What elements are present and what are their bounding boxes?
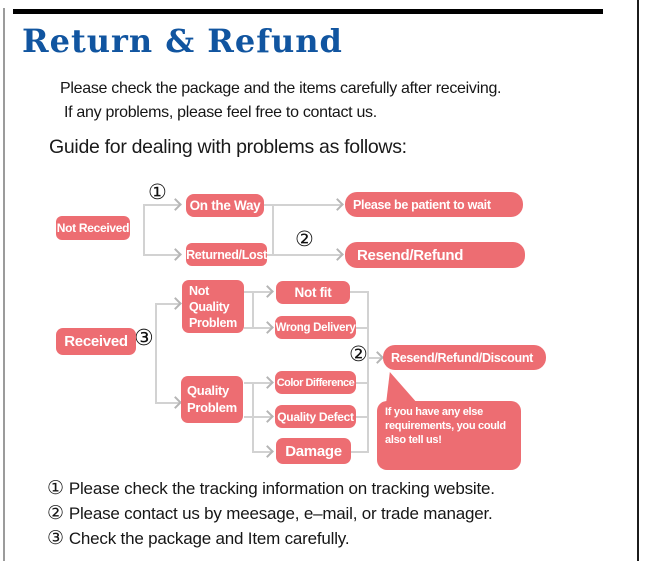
intro-line-1: Please check the package and the items c… xyxy=(60,80,502,97)
node-color-difference: Color Difference xyxy=(275,371,356,394)
connector-line xyxy=(356,327,369,329)
footnote-marker: ③ xyxy=(47,527,64,549)
step-marker-2b: ② xyxy=(349,342,368,366)
connector-line xyxy=(252,291,254,329)
connector-line xyxy=(143,205,145,256)
connector-line xyxy=(266,254,342,256)
arrow-right-icon xyxy=(331,198,344,211)
node-resend-refund: Resend/Refund xyxy=(345,242,525,268)
connector-line xyxy=(155,303,179,305)
node-resend-refund-discount: Resend/Refund/Discount xyxy=(383,345,546,370)
speech-bubble-tail-icon xyxy=(386,372,418,404)
node-returned-lost: Returned/Lost xyxy=(186,243,267,266)
node-not-fit: Not fit xyxy=(276,281,350,304)
connector-line xyxy=(367,291,369,453)
connector-line xyxy=(272,204,274,256)
top-rule xyxy=(13,9,603,14)
connector-line xyxy=(356,382,369,384)
arrow-right-icon xyxy=(169,297,182,310)
footnote-text: Please check the tracking information on… xyxy=(68,479,495,498)
arrow-right-icon xyxy=(261,285,274,298)
connector-line xyxy=(143,204,179,206)
left-border-line xyxy=(3,8,5,561)
connector-line xyxy=(351,451,369,453)
speech-bubble: If you have any else requirements, you c… xyxy=(377,401,521,470)
footnote-text: Please contact us by meesage, e–mail, or… xyxy=(68,504,493,523)
footnote-marker: ② xyxy=(47,502,64,524)
connector-line xyxy=(252,451,272,453)
intro-line-2: If any problems, please feel free to con… xyxy=(64,104,377,121)
arrow-right-icon xyxy=(261,410,274,423)
arrow-right-icon xyxy=(169,198,182,211)
node-be-patient: Please be patient to wait xyxy=(345,192,523,217)
node-damage: Damage xyxy=(276,438,351,464)
connector-line xyxy=(244,291,272,293)
connector-line xyxy=(356,416,369,418)
node-not-quality-problem: Not Quality Problem xyxy=(182,280,244,333)
connector-line xyxy=(367,357,382,359)
footnote-text: Check the package and Item carefully. xyxy=(68,529,350,548)
footnote-marker: ① xyxy=(47,477,64,499)
node-not-received: Not Received xyxy=(56,216,130,240)
node-received: Received xyxy=(56,328,136,355)
connector-line xyxy=(350,291,369,293)
connector-line xyxy=(143,254,179,256)
connector-line xyxy=(155,402,179,404)
arrow-right-icon xyxy=(371,351,384,364)
arrow-right-icon xyxy=(331,248,344,261)
step-marker-1: ① xyxy=(148,180,167,204)
connector-line xyxy=(155,304,157,404)
connector-line xyxy=(264,204,342,206)
connector-line xyxy=(244,327,272,329)
connector-line xyxy=(244,382,272,384)
arrow-right-icon xyxy=(169,248,182,261)
node-on-the-way: On the Way xyxy=(186,194,264,217)
arrow-right-icon xyxy=(261,445,274,458)
node-quality-problem: Quality Problem xyxy=(181,376,243,423)
step-marker-3: ③ xyxy=(134,326,154,351)
node-wrong-delivery: Wrong Delivery xyxy=(275,316,356,339)
arrow-right-icon xyxy=(169,396,182,409)
step-marker-2: ② xyxy=(295,227,314,251)
node-quality-defect: Quality Defect xyxy=(275,405,356,428)
page-title: Return & Refund xyxy=(22,22,343,60)
connector-line xyxy=(244,416,272,418)
arrow-right-icon xyxy=(261,376,274,389)
guide-heading: Guide for dealing with problems as follo… xyxy=(49,136,407,158)
arrow-right-icon xyxy=(261,321,274,334)
right-border-line xyxy=(637,0,639,561)
